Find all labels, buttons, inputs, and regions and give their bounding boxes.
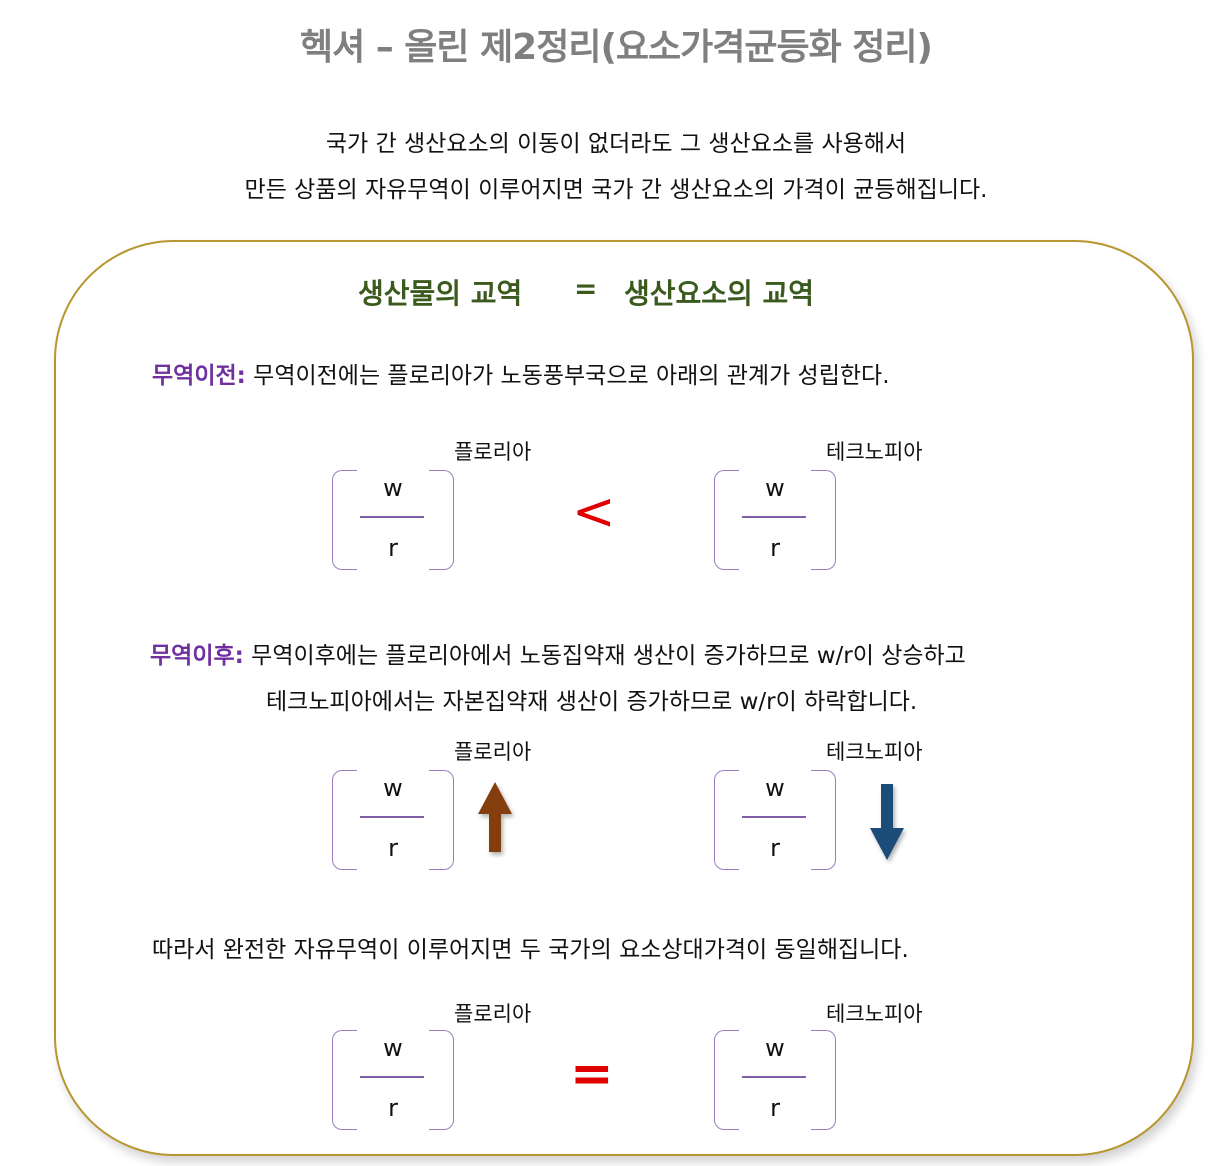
equals-sign: = [570, 1044, 614, 1104]
intro-line-2: 만든 상품의 자유무역이 이루어지면 국가 간 생산요소의 가격이 균등해집니다… [244, 177, 988, 203]
bracket-left [714, 1030, 739, 1130]
fraction-bar [742, 816, 806, 818]
country-label-a: 플로리아 [454, 1002, 532, 1026]
numerator: w [383, 774, 403, 802]
denominator: r [770, 1094, 780, 1122]
numerator: w [383, 474, 403, 502]
fraction-a-before: w r [332, 470, 454, 570]
heading-equals: = [574, 272, 598, 305]
bracket-left [714, 470, 739, 570]
fraction-bar [360, 516, 424, 518]
bracket-right [811, 1030, 836, 1130]
bracket-right [429, 770, 454, 870]
heading-right: 생산요소의 교역 [624, 277, 815, 310]
after-trade-text-2: 테크노피아에서는 자본집약재 생산이 증가하므로 w/r이 하락합니다. [266, 689, 918, 715]
country-label-b: 테크노피아 [826, 440, 923, 464]
denominator: r [770, 534, 780, 562]
less-than-sign: < [572, 482, 616, 542]
bracket-right [429, 470, 454, 570]
down-arrow-icon [870, 784, 904, 860]
fraction-b-final: w r [714, 1030, 836, 1130]
before-trade-text: 무역이전에는 플로리아가 노동풍부국으로 아래의 관계가 성립한다. [245, 363, 890, 389]
fraction-bar [742, 1076, 806, 1078]
numerator: w [383, 1034, 403, 1062]
fraction-bar [360, 816, 424, 818]
fraction-a-after: w r [332, 770, 454, 870]
after-trade-lead: 무역이후: [150, 643, 244, 669]
numerator: w [765, 474, 785, 502]
content-panel [54, 240, 1194, 1156]
country-label-b: 테크노피아 [826, 1002, 923, 1026]
bracket-right [429, 1030, 454, 1130]
before-trade-paragraph: 무역이전: 무역이전에는 플로리아가 노동풍부국으로 아래의 관계가 성립한다. [152, 356, 890, 390]
bracket-left [332, 770, 357, 870]
fraction-bar [742, 516, 806, 518]
country-label-a: 플로리아 [454, 740, 532, 764]
bracket-left [332, 1030, 357, 1130]
denominator: r [388, 834, 398, 862]
denominator: r [770, 834, 780, 862]
fraction-b-before: w r [714, 470, 836, 570]
heading-left: 생산물의 교역 [358, 277, 523, 310]
bracket-left [714, 770, 739, 870]
after-trade-text-1: 무역이후에는 플로리아에서 노동집약재 생산이 증가하므로 w/r이 상승하고 [243, 643, 966, 669]
denominator: r [388, 1094, 398, 1122]
numerator: w [765, 774, 785, 802]
page-title: 헥셔 – 올린 제2정리(요소가격균등화 정리) [299, 27, 933, 68]
after-trade-paragraph: 무역이후: 무역이후에는 플로리아에서 노동집약재 생산이 증가하므로 w/r이… [150, 636, 966, 670]
bracket-right [811, 470, 836, 570]
bracket-left [332, 470, 357, 570]
conclusion-text: 따라서 완전한 자유무역이 이루어지면 두 국가의 요소상대가격이 동일해집니다… [152, 937, 909, 963]
country-label-a: 플로리아 [454, 440, 532, 464]
numerator: w [765, 1034, 785, 1062]
fraction-b-after: w r [714, 770, 836, 870]
denominator: r [388, 534, 398, 562]
bracket-right [811, 770, 836, 870]
fraction-a-final: w r [332, 1030, 454, 1130]
up-arrow-icon [478, 782, 512, 852]
country-label-b: 테크노피아 [826, 740, 923, 764]
intro-line-1: 국가 간 생산요소의 이동이 없더라도 그 생산요소를 사용해서 [325, 131, 907, 157]
before-trade-lead: 무역이전: [152, 363, 246, 389]
fraction-bar [360, 1076, 424, 1078]
